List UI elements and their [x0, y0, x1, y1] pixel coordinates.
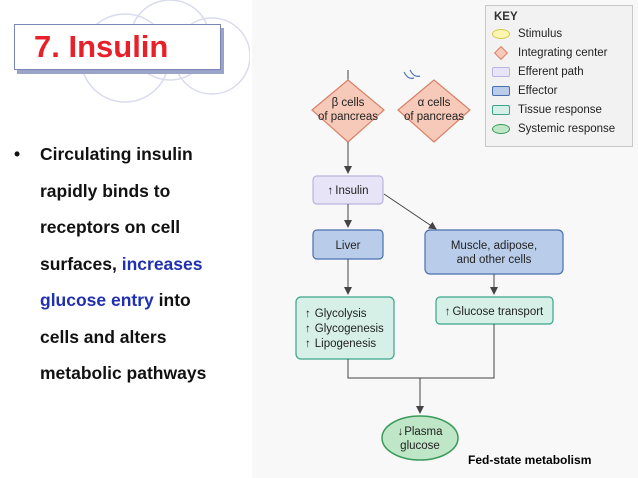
key-item: Efferent path	[492, 66, 584, 78]
glucose-transport-text: Glucose transport	[452, 306, 544, 318]
glucose-transport-node: ↑Glucose transport	[435, 296, 554, 325]
plasma-text: Plasma	[404, 426, 443, 438]
bullet-line: Circulating insulin	[40, 136, 254, 173]
down-arrow-icon: ↓	[397, 426, 403, 438]
highlighted-text: glucose entry	[40, 290, 154, 310]
bullet-line: surfaces, increases	[40, 246, 254, 283]
beta-line1: β cells	[332, 97, 365, 109]
muscle-adipose-node: Muscle, adipose, and other cells	[424, 229, 564, 275]
bullet-text-span: receptors on cell	[40, 217, 181, 237]
up-arrow-icon: ↑	[305, 308, 311, 320]
bullet-point: • Circulating insulin rapidly binds to rec…	[14, 136, 254, 392]
highlighted-text: increases	[121, 253, 203, 274]
glycogenesis-text: Glycogenesis	[315, 323, 384, 335]
key-item: Integrating center	[492, 45, 608, 61]
up-arrow-icon: ↑	[305, 338, 311, 350]
beta-line2: of pancreas	[318, 111, 378, 123]
key-label: Integrating center	[518, 47, 608, 59]
bullet-text-span: into	[153, 290, 191, 310]
liver-label: Liver	[336, 240, 361, 252]
ellipse-swatch-icon	[492, 29, 510, 39]
key-item: Stimulus	[492, 28, 562, 40]
bullet-line: receptors on cell	[40, 209, 254, 246]
key-title: KEY	[494, 11, 518, 23]
plasma-glucose-node: ↓Plasma glucose	[381, 415, 459, 461]
slide-title: 7. Insulin	[14, 24, 221, 70]
plasma-line2: glucose	[400, 440, 440, 452]
bullet-symbol: •	[14, 144, 21, 164]
plasma-line1: ↓Plasma	[397, 426, 443, 438]
beta-cells-node: β cells of pancreas	[311, 79, 385, 143]
glucagon-signal-marks	[403, 69, 421, 79]
response-glycolysis: ↑ Glycolysis	[305, 308, 367, 320]
glucose-transport-label: ↑Glucose transport	[445, 306, 544, 318]
rect-swatch-icon	[492, 67, 510, 77]
bullet-line: metabolic pathways	[40, 355, 254, 392]
diagram-caption: Fed-state metabolism	[468, 453, 592, 467]
key-label: Stimulus	[518, 28, 563, 40]
glycolysis-text: Glycolysis	[315, 308, 367, 320]
alpha-line1: α cells	[418, 97, 451, 109]
bullet-text-span: cells and alters	[40, 326, 167, 347]
key-item: Tissue response	[492, 104, 602, 116]
key-label: Tissue response	[518, 104, 602, 116]
response-lipogenesis: ↑ Lipogenesis	[305, 338, 376, 350]
alpha-cells-node: α cells of pancreas	[397, 79, 471, 143]
key-label: Systemic response	[518, 123, 616, 135]
up-arrow-icon: ↑	[445, 306, 451, 318]
insulin-label: ↑Insulin	[328, 185, 369, 197]
rect-swatch-icon	[492, 86, 510, 96]
rect-swatch-icon	[492, 105, 510, 115]
alpha-line2: of pancreas	[404, 111, 464, 123]
bullet-lines: Circulating insulin rapidly binds to recep…	[40, 136, 254, 392]
insulin-node: ↑Insulin	[312, 175, 384, 205]
muscle-line2: and other cells	[457, 254, 532, 266]
merge-line	[347, 324, 495, 379]
bullet-text-span: Circulating insulin	[40, 144, 193, 164]
bullet-line: rapidly binds to	[40, 173, 254, 210]
lipogenesis-text: Lipogenesis	[315, 338, 377, 350]
up-arrow-icon: ↑	[328, 185, 334, 197]
bullet-line: cells and alters	[40, 319, 254, 356]
diamond-swatch-icon	[493, 45, 509, 61]
arrow-insulin-muscle	[383, 193, 437, 230]
key-label: Efferent path	[518, 66, 584, 78]
up-arrow-icon: ↑	[305, 323, 311, 335]
bullet-text-span: surfaces,	[40, 253, 122, 274]
key-item: Systemic response	[492, 123, 615, 135]
liver-node: Liver	[312, 229, 384, 260]
bullet-text-span: rapidly binds to	[40, 180, 171, 201]
bullet-text-span: metabolic pathways	[40, 363, 207, 383]
key-label: Effector	[518, 85, 558, 97]
insulin-text: Insulin	[335, 185, 368, 197]
bullet-line: glucose entry into	[40, 282, 254, 319]
liver-response-node: ↑ Glycolysis ↑ Glycogenesis ↑ Lipogenesis	[295, 296, 395, 360]
key-item: Effector	[492, 85, 557, 97]
ellipse-swatch-icon	[492, 124, 510, 134]
response-glycogenesis: ↑ Glycogenesis	[305, 323, 384, 335]
muscle-line1: Muscle, adipose,	[451, 240, 537, 252]
